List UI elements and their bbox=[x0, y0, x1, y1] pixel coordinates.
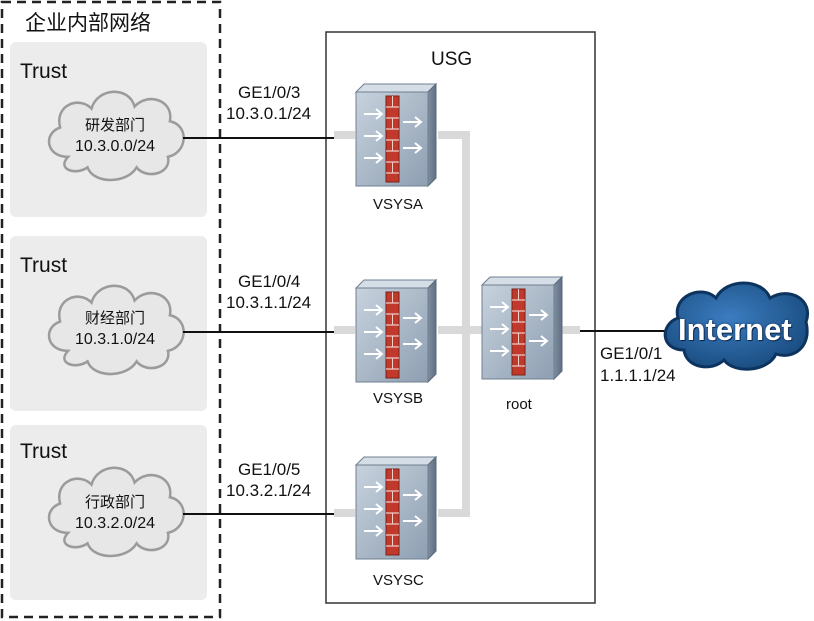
firewall-icon bbox=[355, 83, 437, 187]
department-subnet: 10.3.1.0/24 bbox=[74, 331, 156, 348]
port-ip: 10.3.2.1/24 bbox=[226, 481, 312, 500]
port-name: GE1/0/5 bbox=[238, 460, 301, 479]
department-name: 财经部门 bbox=[84, 309, 145, 327]
root-label: root bbox=[506, 396, 532, 413]
department-name: 研发部门 bbox=[84, 116, 145, 134]
firewall-icon bbox=[355, 456, 437, 560]
vsys-label: VSYSC bbox=[373, 572, 424, 589]
zone-label-trust: Trust bbox=[20, 60, 68, 83]
port-name: GE1/0/4 bbox=[238, 272, 301, 291]
enterprise-title: 企业内部网络 bbox=[25, 11, 151, 35]
department-cloud-label: 财经部门 10.3.1.0/24 bbox=[55, 307, 175, 351]
enterprise-boundary bbox=[0, 0, 222, 619]
zone-label-trust: Trust bbox=[20, 440, 68, 463]
internal-links bbox=[334, 131, 580, 517]
uplink-port-ip: 1.1.1.1/24 bbox=[600, 366, 676, 385]
department-subnet: 10.3.0.0/24 bbox=[74, 138, 156, 155]
firewall-icon bbox=[355, 279, 437, 383]
usg-title: USG bbox=[431, 49, 473, 70]
internet-label: Internet bbox=[678, 312, 792, 347]
firewall-icon bbox=[481, 276, 563, 380]
vsys-label: VSYSB bbox=[373, 390, 424, 407]
port-ip: 10.3.1.1/24 bbox=[226, 293, 312, 312]
department-name: 行政部门 bbox=[84, 493, 145, 511]
department-subnet: 10.3.2.0/24 bbox=[74, 515, 156, 532]
port-name: GE1/0/3 bbox=[238, 83, 301, 102]
internet-cloud-icon bbox=[663, 281, 810, 371]
department-cloud-label: 研发部门 10.3.0.0/24 bbox=[55, 114, 175, 158]
zone-label-trust: Trust bbox=[20, 254, 68, 277]
uplink-port-name: GE1/0/1 bbox=[600, 344, 663, 363]
port-ip: 10.3.0.1/24 bbox=[226, 104, 312, 123]
vsys-label: VSYSA bbox=[373, 196, 424, 213]
department-cloud-label: 行政部门 10.3.2.0/24 bbox=[55, 491, 175, 535]
